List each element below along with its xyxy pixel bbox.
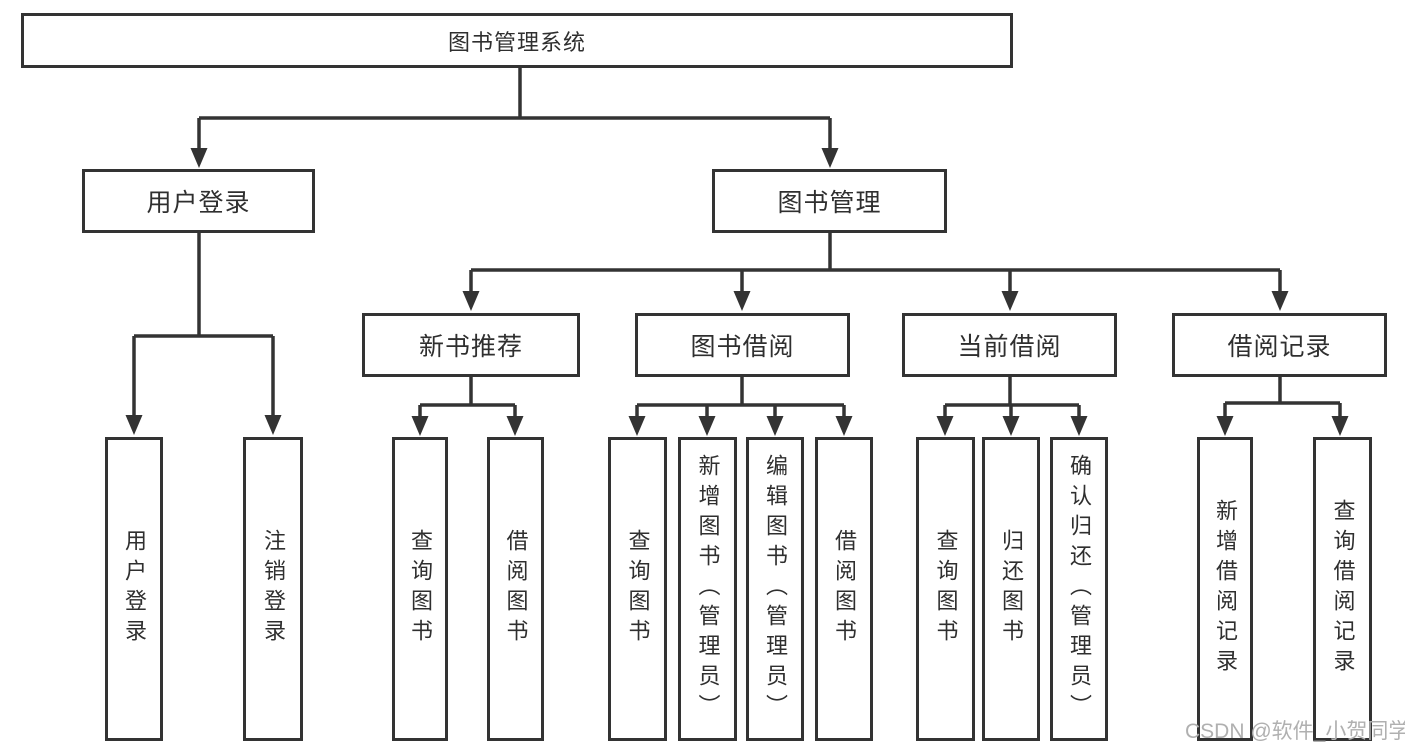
leaf-records-add-record: 新增借阅记录 (1197, 437, 1253, 741)
leaf-newbook-borrow-books-label: 借阅图书 (503, 529, 529, 649)
node-user-login: 用户登录 (82, 169, 315, 233)
connector-new-book-split (411, 377, 524, 436)
leaf-logout: 注销登录 (243, 437, 303, 741)
connector-book-borrow-split (628, 377, 853, 436)
leaf-logout-label: 注销登录 (261, 529, 286, 649)
leaf-current-query-books: 查询图书 (916, 437, 975, 741)
leaf-borrow-borrow-books: 借阅图书 (815, 437, 873, 741)
node-root-library-system: 图书管理系统 (21, 13, 1013, 68)
leaf-newbook-query-books: 查询图书 (392, 437, 448, 741)
leaf-borrow-edit-books-admin: 编辑图书（管理员） (746, 437, 804, 741)
leaf-current-return-books-label: 归还图书 (999, 529, 1024, 649)
connector-book-management-split (462, 233, 1289, 311)
node-borrow-records: 借阅记录 (1172, 313, 1387, 377)
node-new-book-recommend: 新书推荐 (362, 313, 580, 377)
node-book-borrow: 图书借阅 (635, 313, 850, 377)
leaf-current-confirm-return-admin-label: 确认归还（管理员） (1067, 454, 1092, 724)
leaf-borrow-query-books: 查询图书 (608, 437, 667, 741)
leaf-records-query-record-label: 查询借阅记录 (1330, 499, 1356, 679)
node-book-management: 图书管理 (712, 169, 947, 233)
leaf-newbook-borrow-books: 借阅图书 (487, 437, 544, 741)
leaf-borrow-borrow-books-label: 借阅图书 (832, 529, 857, 649)
connector-current-borrow-split (936, 377, 1088, 436)
leaf-borrow-edit-books-admin-label: 编辑图书（管理员） (763, 454, 788, 724)
leaf-user-login-label: 用户登录 (122, 529, 147, 649)
connector-borrow-records-split (1216, 377, 1349, 436)
connector-root-split (190, 68, 839, 168)
leaf-records-query-record: 查询借阅记录 (1313, 437, 1372, 741)
leaf-newbook-query-books-label: 查询图书 (408, 529, 433, 649)
leaf-borrow-add-books-admin: 新增图书（管理员） (678, 437, 737, 741)
csdn-watermark: CSDN @软件_小贺同学 (1185, 720, 1405, 743)
leaf-current-confirm-return-admin: 确认归还（管理员） (1050, 437, 1108, 741)
connector-user-login-split (125, 233, 282, 435)
leaf-records-add-record-label: 新增借阅记录 (1213, 499, 1238, 679)
leaf-current-return-books: 归还图书 (982, 437, 1040, 741)
leaf-borrow-add-books-admin-label: 新增图书（管理员） (695, 454, 721, 724)
leaf-user-login: 用户登录 (105, 437, 163, 741)
leaf-borrow-query-books-label: 查询图书 (625, 529, 651, 649)
leaf-current-query-books-label: 查询图书 (933, 529, 959, 649)
node-current-borrow: 当前借阅 (902, 313, 1117, 377)
